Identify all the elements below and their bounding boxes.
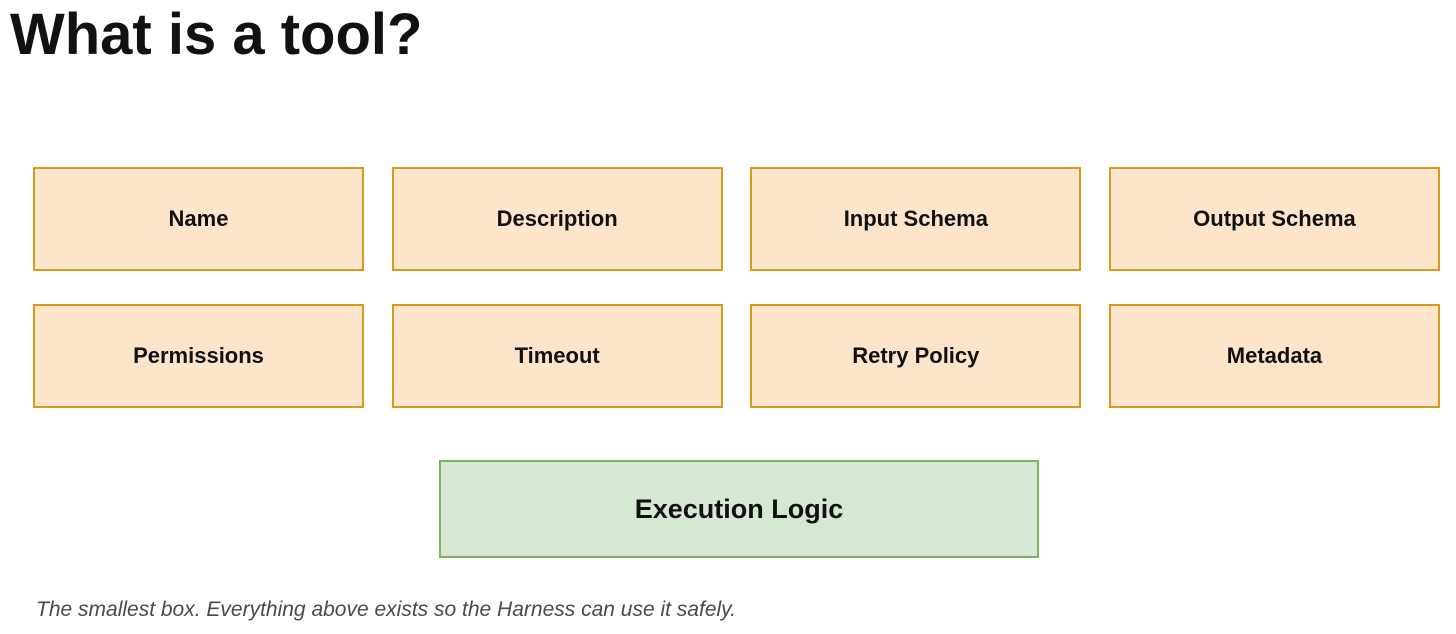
property-box-input-schema: Input Schema: [750, 167, 1082, 271]
property-label: Output Schema: [1193, 206, 1356, 231]
tool-properties-grid: Name Description Input Schema Output Sch…: [33, 167, 1440, 408]
property-box-name: Name: [33, 167, 364, 271]
execution-logic-box: Execution Logic: [439, 460, 1039, 558]
caption: The smallest box. Everything above exist…: [36, 598, 736, 621]
property-label: Name: [168, 206, 229, 231]
property-label: Permissions: [133, 343, 264, 368]
page-title: What is a tool?: [10, 2, 423, 67]
property-box-timeout: Timeout: [391, 304, 723, 408]
property-box-description: Description: [391, 167, 723, 271]
property-box-output-schema: Output Schema: [1108, 167, 1440, 271]
execution-logic-label: Execution Logic: [634, 493, 844, 524]
property-label: Timeout: [514, 343, 600, 368]
property-label: Metadata: [1226, 343, 1323, 368]
property-label: Description: [496, 206, 618, 231]
property-label: Retry Policy: [852, 343, 980, 368]
property-box-permissions: Permissions: [33, 304, 364, 408]
property-box-retry-policy: Retry Policy: [750, 304, 1082, 408]
property-label: Input Schema: [843, 206, 988, 231]
property-box-metadata: Metadata: [1108, 304, 1440, 408]
